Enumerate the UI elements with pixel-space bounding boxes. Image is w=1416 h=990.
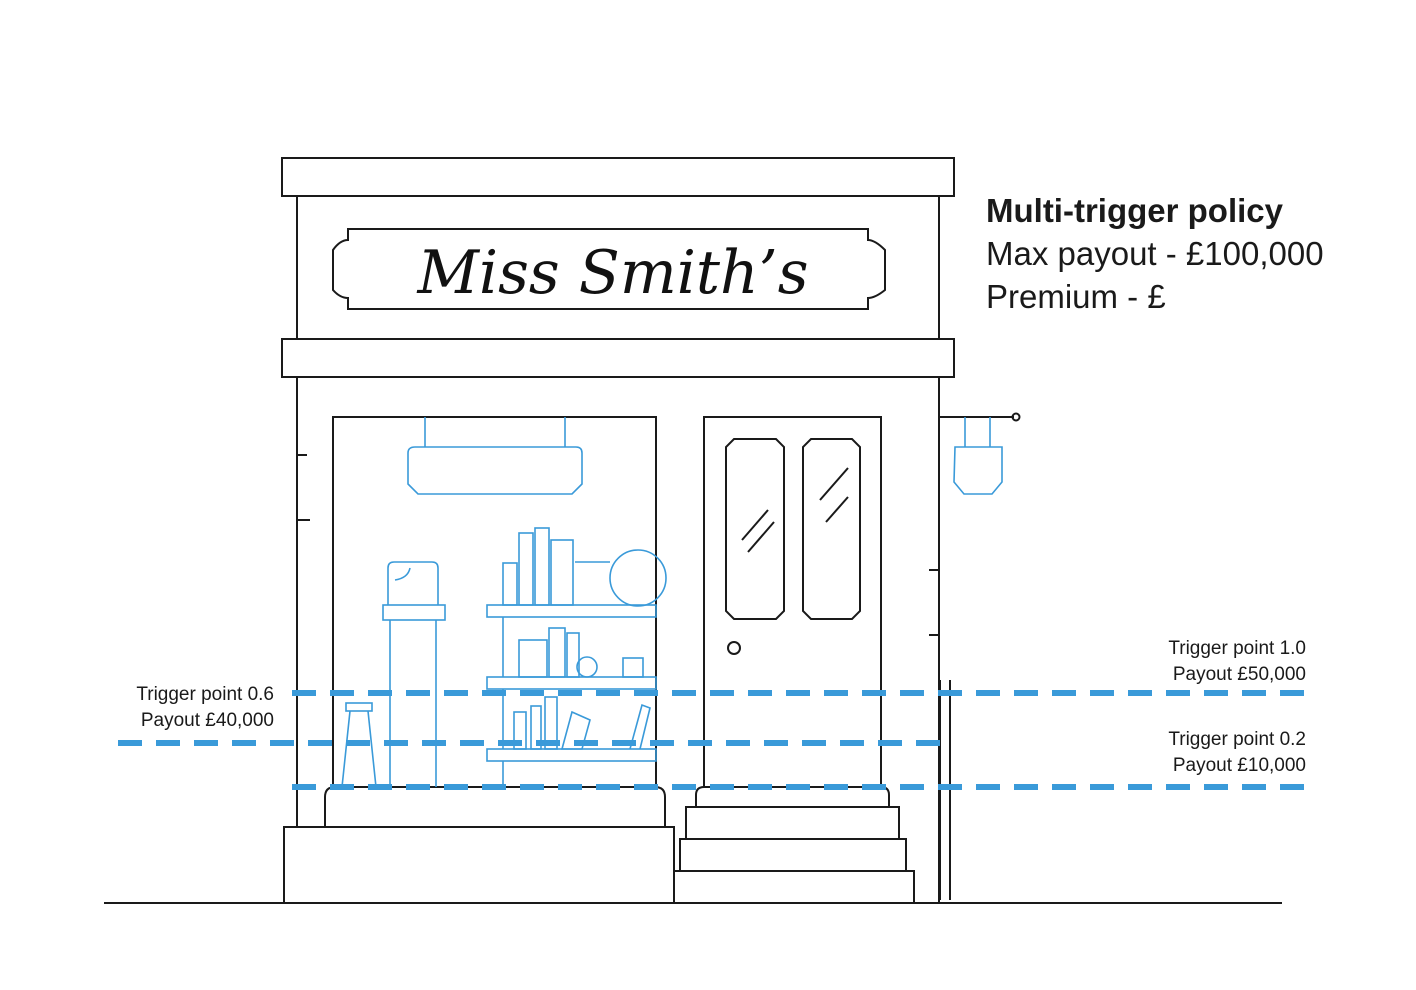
hanging-shop-sign [953, 446, 1003, 495]
door [703, 416, 882, 788]
trigger-0-6-payout: Payout £40,000 [140, 710, 274, 731]
door-step-1 [685, 806, 900, 840]
door-step-2 [679, 838, 907, 872]
trigger-1-0-label: Trigger point 1.0 [1168, 638, 1306, 659]
hanging-shelf [407, 446, 583, 495]
door-panel-right [802, 438, 861, 620]
shop-window [332, 416, 657, 788]
sign-text: Miss Smith’s [416, 238, 808, 308]
roof-cornice [281, 157, 955, 197]
door-panel-left [725, 438, 785, 620]
middle-band [281, 338, 955, 378]
window-interior [341, 417, 1003, 788]
policy-max-payout: Max payout - £100,000 [986, 235, 1324, 272]
trigger-0-6-block: Trigger point 0.6 Payout £40,000 [136, 682, 274, 734]
sign-board [332, 228, 886, 310]
trigger-0-2-payout: Payout £10,000 [1172, 755, 1306, 776]
policy-title: Multi-trigger policy [986, 192, 1283, 229]
trigger-0-2-label: Trigger point 0.2 [1168, 729, 1306, 750]
trigger-0-2-block: Trigger point 0.2 Payout £10,000 [1168, 727, 1306, 779]
door-knob [727, 641, 741, 655]
trigger-1-0-payout: Payout £50,000 [1172, 664, 1306, 685]
trigger-0-6-label: Trigger point 0.6 [136, 684, 274, 705]
plinth [283, 826, 675, 904]
policy-premium: Premium - £ [986, 278, 1166, 315]
till [387, 561, 439, 605]
trigger-1-0-block: Trigger point 1.0 Payout £50,000 [1168, 636, 1306, 688]
door-step-3 [673, 870, 915, 904]
